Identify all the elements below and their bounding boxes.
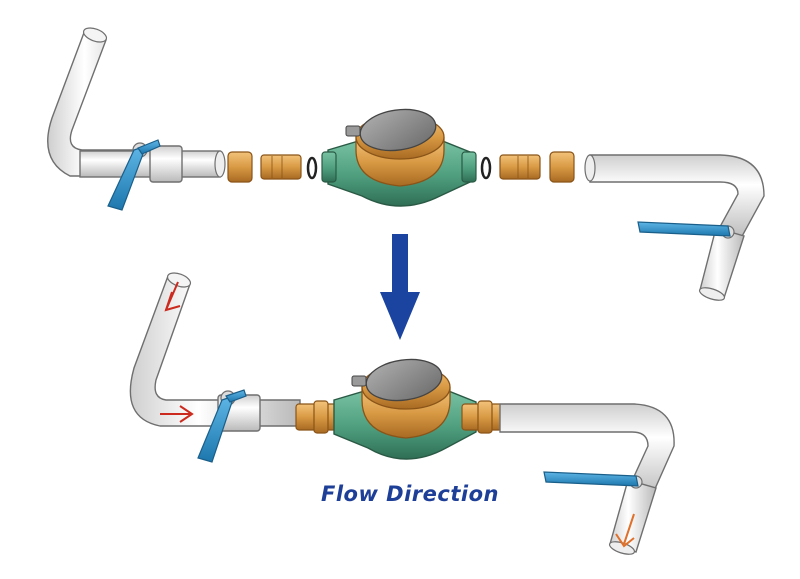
top-right-valve-handle [637, 221, 735, 239]
bottom-assembly [129, 272, 675, 555]
flow-arrow-icon [615, 513, 635, 548]
bottom-left-valve-handle [197, 389, 247, 463]
top-left-coupling [227, 151, 318, 183]
flow-arrow-icon [160, 281, 194, 423]
top-water-meter [321, 108, 477, 207]
top-right-coupling [480, 151, 575, 183]
down-arrow-icon [380, 234, 420, 340]
top-left-valve-handle [107, 139, 161, 211]
bottom-left-pipe [129, 275, 301, 427]
bottom-right-valve-handle [543, 471, 643, 489]
top-assembly [47, 27, 765, 301]
flow-direction-caption: Flow Direction [321, 482, 499, 506]
bottom-water-meter [333, 358, 477, 460]
